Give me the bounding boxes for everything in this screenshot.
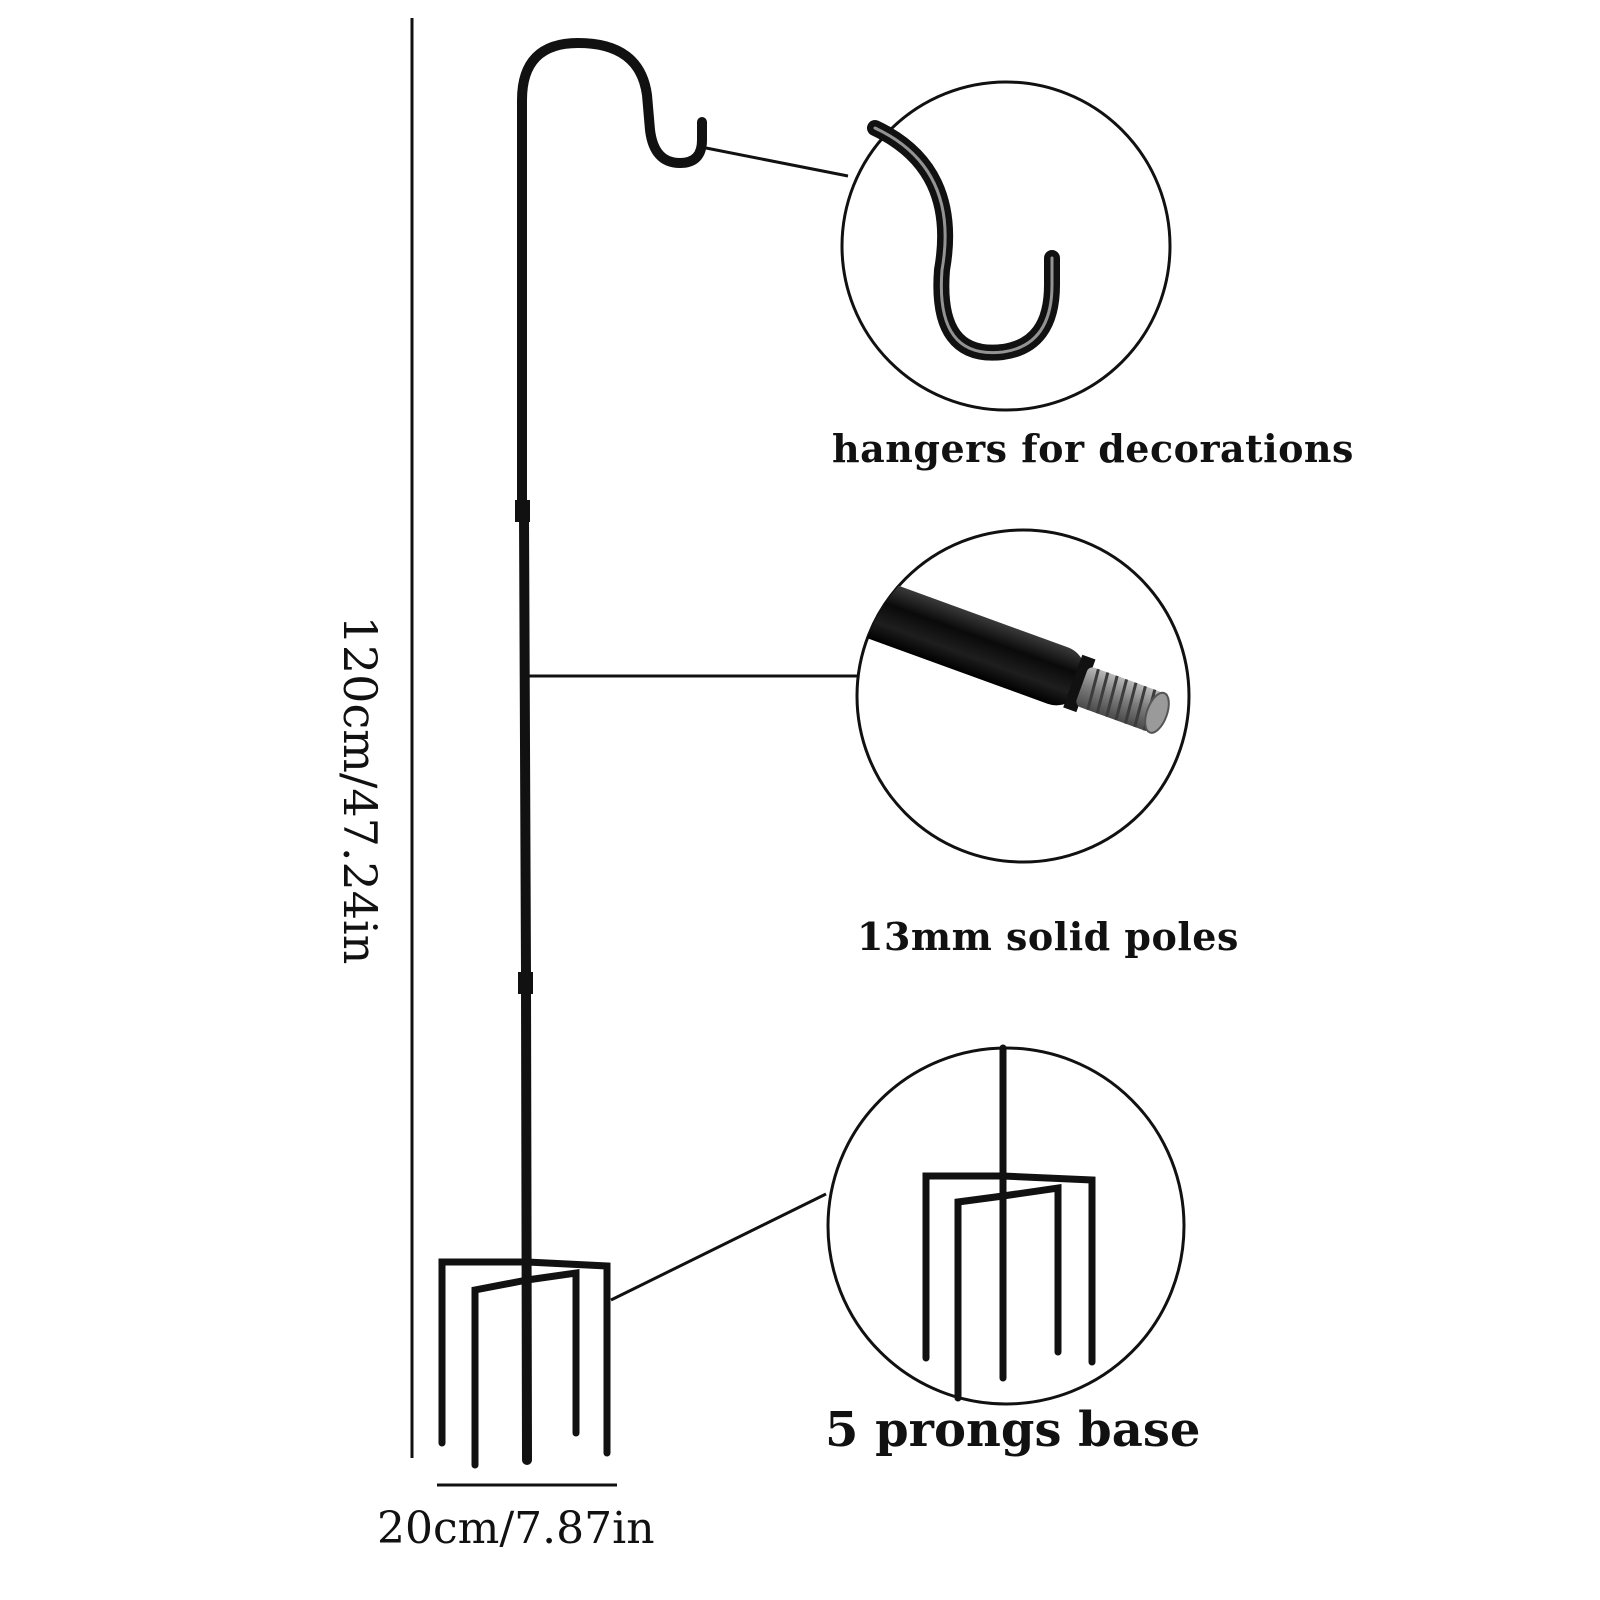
base-callout-line [610, 1192, 827, 1302]
width-dimension-label: 20cm/7.87in [377, 1503, 655, 1554]
poles-label: 13mm solid poles [857, 914, 1239, 959]
pole-detail-callout [855, 528, 1191, 864]
pole-closeup [857, 571, 1170, 734]
shepherd-hook [438, 37, 707, 1469]
height-dimension-label: 120cm/47.24in [333, 615, 387, 965]
base-detail-callout [826, 1044, 1186, 1406]
hangers-label: hangers for decorations [832, 426, 1354, 471]
hook-detail-callout [840, 80, 1172, 412]
base-closeup [922, 1044, 1096, 1402]
base-label: 5 prongs base [825, 1402, 1201, 1458]
hook-callout-line [705, 146, 849, 178]
